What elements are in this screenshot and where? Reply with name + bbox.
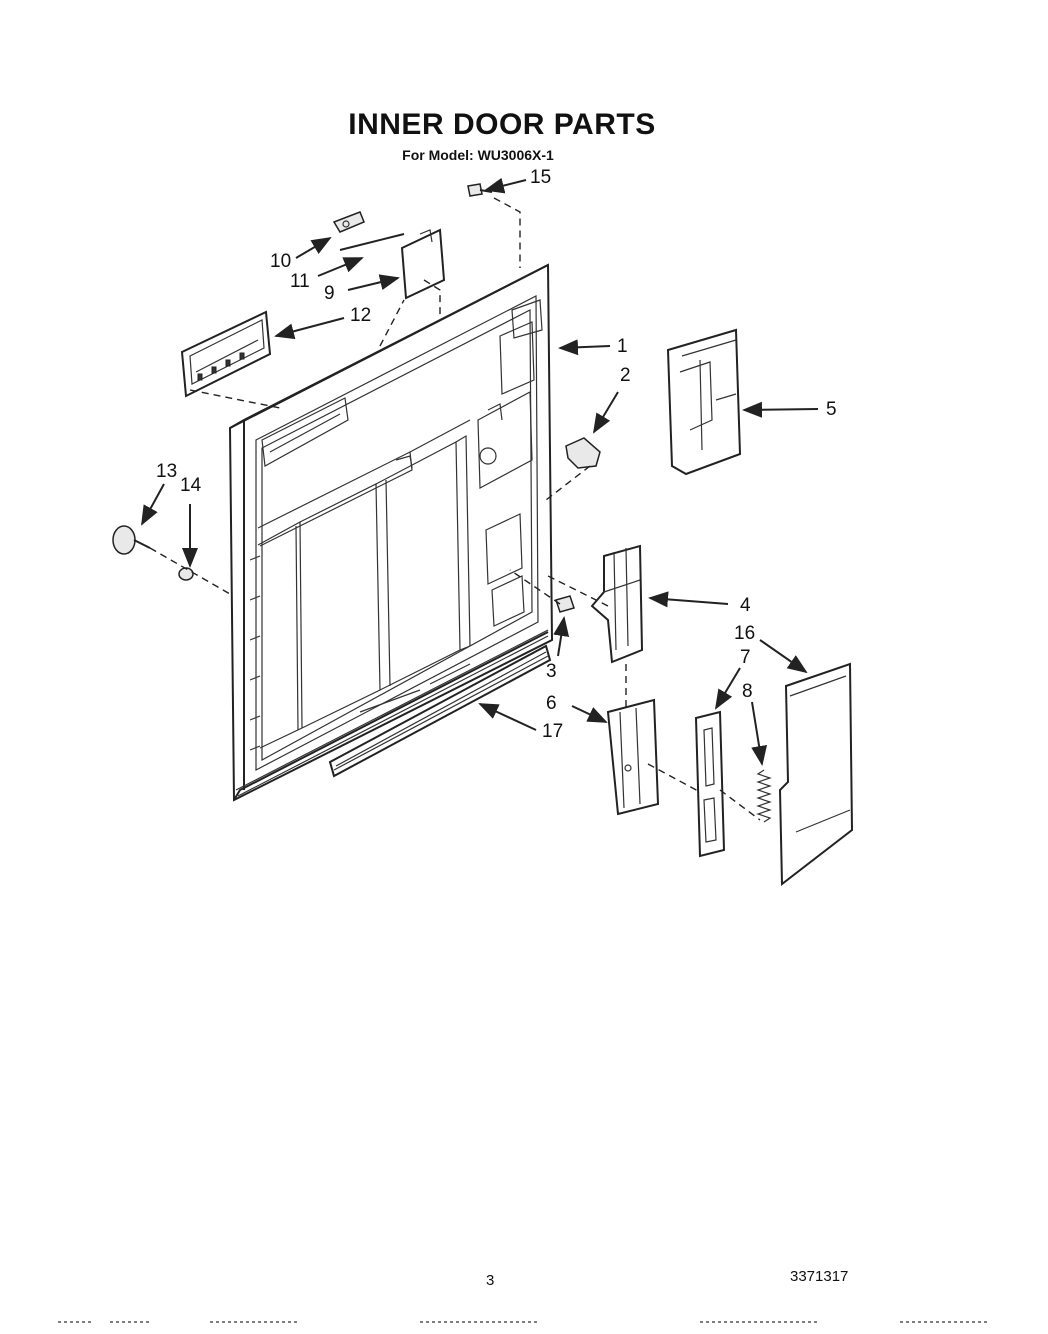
bottom-gasket bbox=[328, 644, 552, 778]
callout-16: 16 bbox=[734, 623, 756, 644]
callout-17: 17 bbox=[542, 721, 564, 742]
callout-15: 15 bbox=[530, 167, 552, 188]
latch-strike bbox=[565, 437, 601, 469]
knob-and-washer bbox=[112, 525, 194, 581]
callout-1: 1 bbox=[617, 336, 628, 357]
callout-5: 5 bbox=[826, 399, 837, 420]
callout-6: 6 bbox=[546, 693, 557, 714]
page-number: 3 bbox=[486, 1272, 495, 1289]
detergent-dispenser bbox=[666, 328, 742, 476]
door-latch bbox=[590, 544, 644, 664]
callout-14: 14 bbox=[180, 475, 202, 496]
nut bbox=[555, 595, 575, 613]
callout-3: 3 bbox=[546, 661, 557, 682]
latch-lever bbox=[694, 710, 726, 858]
vent-cover bbox=[180, 310, 272, 398]
callout-4: 4 bbox=[740, 595, 751, 616]
inner-door-panel bbox=[228, 263, 554, 802]
callout-12: 12 bbox=[350, 305, 372, 326]
latch-spring bbox=[756, 769, 772, 823]
latch-base bbox=[606, 698, 660, 816]
callout-8: 8 bbox=[742, 681, 753, 702]
callout-10: 10 bbox=[270, 251, 292, 272]
callout-9: 9 bbox=[324, 283, 335, 304]
callout-13: 13 bbox=[156, 461, 178, 482]
callout-7: 7 bbox=[740, 647, 751, 668]
document-number: 3371317 bbox=[790, 1268, 849, 1285]
callout-11: 11 bbox=[290, 271, 310, 292]
page-title: INNER DOOR PARTS bbox=[348, 108, 656, 141]
callout-2: 2 bbox=[620, 365, 631, 386]
hinge-cover-parts bbox=[332, 211, 446, 300]
latch-cover bbox=[778, 662, 854, 887]
model-subtitle: For Model: WU3006X-1 bbox=[402, 147, 554, 163]
callout-leaders bbox=[141, 177, 819, 766]
